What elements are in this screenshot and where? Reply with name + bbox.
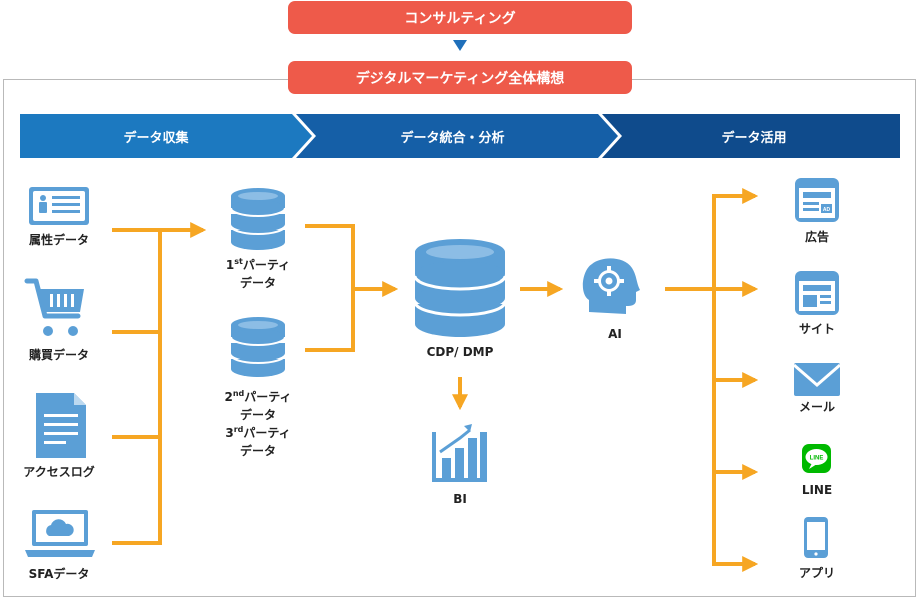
third-party-suffix: rd: [233, 425, 244, 434]
shopping-cart-icon: [24, 278, 84, 336]
channel-label-ad: 広告: [804, 230, 829, 244]
source-label-attribute: 属性データ: [28, 233, 89, 247]
website-icon: [795, 271, 839, 315]
first-party-line1: パーティ: [242, 258, 291, 272]
mail-icon: [793, 363, 841, 396]
line-badge-text: LINE: [810, 456, 824, 462]
second-party-suffix: nd: [232, 389, 245, 398]
smartphone-icon: [804, 517, 828, 558]
ai-head-icon: [582, 258, 640, 314]
second-party-line1: パーティ: [244, 390, 292, 404]
ad-icon: AD: [795, 178, 839, 222]
phase-utilize-chevron: [602, 114, 900, 158]
phase-utilize-label: データ活用: [721, 131, 787, 146]
phase-integrate-label: データ統合・分析: [400, 131, 505, 146]
concept-header: デジタルマーケティング全体構想: [288, 61, 632, 94]
first-party-line2: データ: [239, 276, 276, 290]
consulting-header: コンサルティング: [288, 1, 632, 34]
first-party-ordinal: 1: [225, 258, 235, 272]
first-party-database-icon: [230, 188, 286, 250]
phase-band: [20, 114, 900, 158]
bar-chart-icon: [432, 424, 487, 482]
svg-text:AD: AD: [823, 207, 831, 213]
channel-label-mail: メール: [798, 400, 835, 414]
first-party-label: 1stパーティ データ: [213, 256, 303, 292]
phase-integrate-chevron: [296, 114, 618, 158]
second-party-ordinal: 2: [224, 390, 233, 404]
ai-label: AI: [608, 327, 622, 341]
bi-label: BI: [453, 492, 467, 506]
laptop-cloud-icon: [25, 510, 95, 557]
source-label-sfa: SFAデータ: [28, 567, 90, 581]
third-party-line2: データ: [239, 444, 276, 458]
source-label-purchase: 購買データ: [28, 348, 89, 362]
third-party-ordinal: 3: [225, 426, 234, 440]
channel-label-line: LINE: [801, 483, 833, 497]
second-party-line2: データ: [239, 408, 276, 422]
first-party-suffix: st: [234, 257, 243, 266]
cdp-label: CDP/ DMP: [426, 345, 494, 359]
phase-collect-chevron: [20, 114, 312, 158]
cdp-database-icon: [413, 239, 507, 337]
third-party-line1: パーティ: [243, 426, 291, 440]
connectors: [112, 188, 759, 572]
document-icon: [36, 393, 86, 458]
source-label-access-log: アクセスログ: [23, 465, 95, 479]
second-third-party-database-icon: [230, 317, 286, 377]
id-card-icon: [29, 187, 89, 225]
channel-label-site: サイト: [798, 322, 835, 336]
phase-collect-label: データ収集: [123, 131, 189, 146]
second-third-party-label: 2ndパーティ データ 3rdパーティ データ: [213, 388, 303, 460]
down-arrow-icon: [453, 40, 467, 51]
line-icon: LINE: [802, 444, 831, 473]
channel-label-app: アプリ: [798, 566, 835, 580]
